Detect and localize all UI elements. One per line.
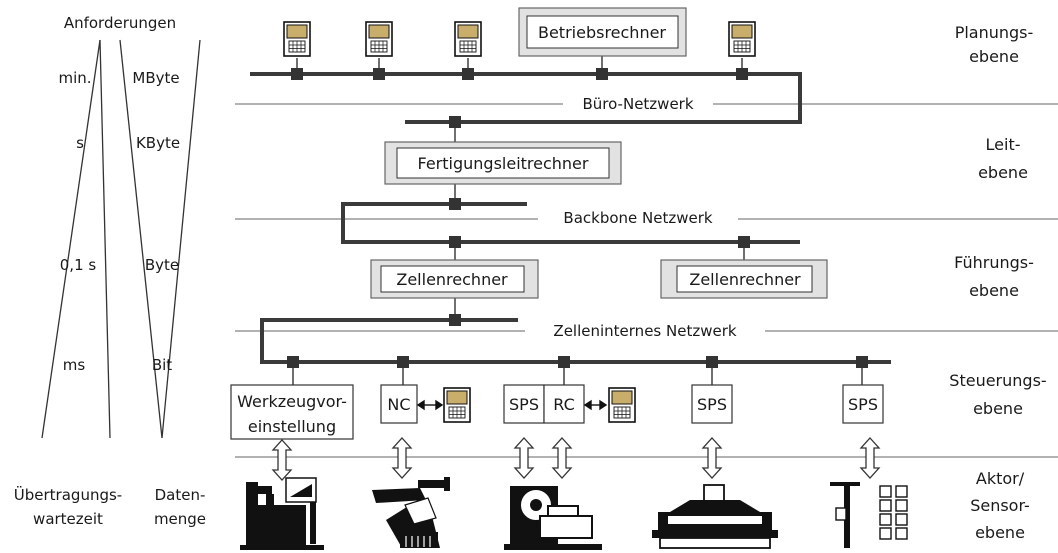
press-icon [504,486,602,550]
cell-computer-right-label: Zellenrechner [689,270,801,289]
machine-table-icon [652,484,778,549]
cell-computer-right: Zellenrechner [660,259,828,299]
operations-computer: Betriebsrechner [518,7,687,57]
requirements-title: Anforderungen [64,14,176,32]
time-value-0-1s: 0,1 s [60,256,97,274]
nc-controller: NC [380,384,418,424]
tool-presetting-line2: einstellung [248,417,336,436]
horizontal-link-arrows [416,399,608,411]
network-label-office: Büro-Netzwerk [582,95,693,113]
rc-label: RC [553,395,575,414]
terminal-icon [608,387,636,423]
vertical-link-arrows [272,437,880,481]
time-axis-label-line1: Übertragungs- [14,485,122,504]
time-value-s: s [76,134,84,152]
level-actuator-line2: Sensor- [970,496,1030,515]
level-planning-line2: ebene [969,47,1019,66]
requirements-triangles [41,39,201,439]
sps-rc-controller: SPS RC [503,384,585,424]
level-separators [235,103,1058,458]
sps-2-controller: SPS [691,384,733,424]
cell-computer-left: Zellenrechner [370,259,539,299]
cell-computer-left-label: Zellenrechner [396,270,508,289]
bus-lines [250,72,891,364]
data-axis-label-line1: Daten- [155,486,206,504]
production-control-computer: Fertigungsleitrechner [384,141,622,185]
rack-storage-icon [830,482,908,548]
production-control-computer-label: Fertigungsleitrechner [418,154,589,173]
level-control-line1: Leit- [986,135,1021,154]
sps-1-label: SPS [509,395,539,414]
level-control-unit-line2: ebene [973,399,1023,418]
terminal-icon [728,21,756,57]
data-value-bit: Bit [152,356,172,374]
terminal-icon [283,21,311,57]
data-value-byte: Byte [145,256,179,274]
data-value-kbyte: KByte [136,134,180,152]
level-management-line1: Führungs- [954,253,1034,272]
sps-2-label: SPS [697,395,727,414]
tool-presetting-line1: Werkzeugvor- [237,392,347,411]
tool-presetting-controller: Werkzeugvor- einstellung [230,384,354,440]
time-value-ms: ms [63,356,86,374]
sps-3-controller: SPS [842,384,884,424]
tool-presetting-machine-icon [240,477,324,550]
operations-computer-label: Betriebsrechner [538,23,666,42]
terminal-icon [454,21,482,57]
network-label-cell-internal: Zelleninternes Netzwerk [553,322,736,340]
level-control-line2: ebene [978,163,1028,182]
terminal-icon [443,387,471,423]
level-planning-line1: Planungs- [955,23,1034,42]
level-management-line2: ebene [969,281,1019,300]
data-value-mbyte: MByte [132,69,179,87]
level-control-unit-line1: Steuerungs- [949,371,1046,390]
bus-nodes [287,56,868,385]
network-label-backbone: Backbone Netzwerk [563,209,712,227]
data-axis-label-line2: menge [154,510,206,528]
time-axis-label-line2: wartezeit [33,510,103,528]
sps-3-label: SPS [848,395,878,414]
terminal-icon [365,21,393,57]
level-actuator-line1: Aktor/ [976,469,1025,488]
time-value-min: min. [58,69,91,87]
level-actuator-line3: ebene [975,523,1025,542]
nc-label: NC [387,395,410,414]
robot-icon [372,477,450,548]
